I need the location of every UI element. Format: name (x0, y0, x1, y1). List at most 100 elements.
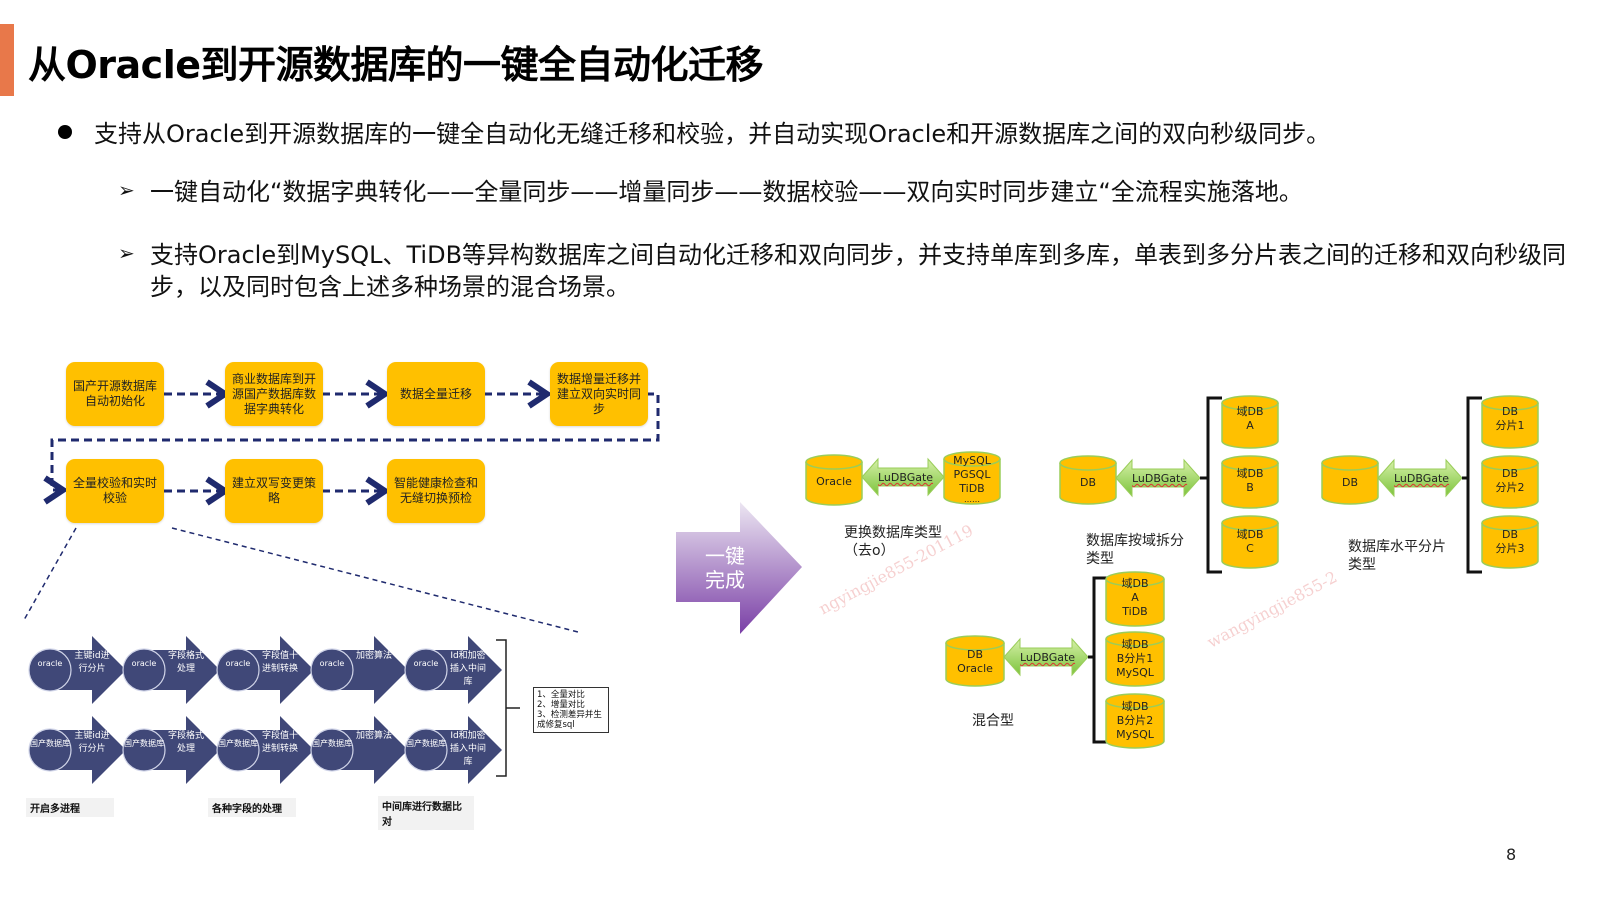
db-label-line: C (1246, 542, 1254, 555)
gateway-label: LuDBGate (1394, 472, 1450, 485)
database-cylinder (1105, 631, 1165, 687)
scenario-label: 混合型 (972, 713, 1014, 729)
process-chevrons (28, 636, 502, 784)
db-label-line: 分片2 (1495, 481, 1525, 494)
one-click-label: 一键 完成 (700, 544, 750, 592)
process-source-circle (310, 648, 354, 692)
process-chevron (330, 636, 408, 704)
database-cylinder (1481, 455, 1539, 509)
db-label-line: …… (964, 495, 980, 504)
title-accent-bar (0, 24, 14, 96)
process-chevron (424, 716, 502, 784)
target-bracket (1200, 396, 1222, 574)
db-label-line: 域DB (1121, 577, 1149, 590)
gateway-label: LuDBGate (878, 471, 934, 484)
process-chevron (236, 636, 314, 704)
scenario-label: 数据库按域拆分类型 (1086, 533, 1184, 567)
compare-note-line: 3、检测差异并生成修复sql (537, 710, 602, 730)
database-cylinder (1105, 571, 1165, 627)
arrow-bullet-icon: ➢ (118, 241, 135, 265)
db-label-line: DB (1501, 405, 1519, 418)
process-source-circle (216, 648, 260, 692)
process-source: 国产数据库 (218, 739, 258, 748)
db-label-line: 域DB (1121, 700, 1149, 713)
process-source-circle (216, 728, 260, 772)
db-label-line: PGSQL (953, 468, 991, 481)
target-bracket (1088, 576, 1108, 744)
db-label-line: DB (1501, 528, 1519, 541)
database-cylinder (1221, 515, 1279, 569)
process-source: oracle (319, 659, 345, 668)
database-cylinders (805, 395, 1539, 749)
flow-step: 智能健康检查和无缝切换预检 (387, 459, 485, 523)
process-caption: 开启多进程 (26, 798, 114, 817)
one-click-arrow (676, 502, 802, 634)
process-action: 字段格式处理 (167, 651, 204, 674)
process-action: 字段格式处理 (167, 731, 204, 754)
flow-step: 全量校验和实时校验 (66, 459, 164, 523)
db-label-line: TiDB (1122, 605, 1148, 618)
process-bracket (496, 639, 520, 777)
db-label-line: TiDB (959, 482, 985, 495)
process-caption: 中间库进行数据比对 (378, 796, 474, 830)
db-label-line: B (1246, 481, 1254, 494)
process-source: 国产数据库 (124, 739, 164, 748)
bullet-dot-icon (58, 124, 72, 139)
process-chevron (142, 716, 220, 784)
db-label: Oracle (816, 475, 852, 488)
flow-step: 建立双写变更策略 (225, 459, 323, 523)
process-chevron (424, 636, 502, 704)
database-cylinder (945, 635, 1005, 687)
process-source-circle (28, 648, 72, 692)
db-label-line: A (1131, 591, 1139, 604)
process-action: 字段值十进制转换 (261, 651, 298, 674)
db-label: DB Oracle (946, 648, 1004, 676)
db-label-line: 域DB (1236, 528, 1264, 541)
sub-bullet: ➢ 一键自动化“数据字典转化——全量同步——增量同步——数据校验——双向实时同步… (118, 176, 1570, 208)
process-action: 主键id进行分片 (74, 731, 110, 754)
db-label-line: 分片1 (1495, 419, 1525, 432)
scenario-label-line: （去o） (844, 543, 895, 559)
process-action: 加密算法 (355, 651, 392, 661)
database-cylinder (1321, 455, 1379, 505)
process-chevron (48, 636, 126, 704)
compare-note-line: 2、增量对比 (537, 700, 585, 710)
slide-title: 从Oracle到开源数据库的一键全自动化迁移 (28, 43, 764, 87)
process-chevron (236, 716, 314, 784)
one-click-line: 完成 (705, 568, 745, 592)
database-cylinder (1059, 455, 1117, 505)
db-label-line: DB (966, 648, 984, 661)
process-source: 国产数据库 (406, 739, 446, 748)
process-action: 主键id进行分片 (74, 651, 110, 674)
main-bullet-text: 支持从Oracle到开源数据库的一键全自动化无缝迁移和校验，并自动实现Oracl… (94, 120, 1331, 148)
database-cylinder (1105, 693, 1165, 749)
database-cylinder (1481, 395, 1539, 449)
flow-step: 数据全量迁移 (387, 362, 485, 426)
db-label-line: 分片3 (1495, 542, 1525, 555)
db-label-line: B分片1 (1116, 652, 1154, 665)
gateway-label: LuDBGate (1020, 651, 1076, 664)
database-cylinder (1221, 395, 1279, 449)
database-cylinder (943, 451, 1001, 505)
process-source: oracle (225, 659, 251, 668)
db-label: DB (1341, 476, 1359, 489)
db-label-line: DB (1501, 467, 1519, 480)
main-bullet: 支持从Oracle到开源数据库的一键全自动化无缝迁移和校验，并自动实现Oracl… (58, 114, 1330, 149)
db-label-line: 域DB (1236, 467, 1264, 480)
database-cylinder (1481, 515, 1539, 569)
db-label-line: B分片2 (1116, 714, 1154, 727)
process-source-circle (404, 728, 448, 772)
process-action: 加密算法 (355, 731, 392, 741)
flow-step: 商业数据库到开源国产数据库数据字典转化 (225, 362, 323, 426)
scenario-label: 数据库水平分片类型 (1348, 539, 1446, 573)
db-label-line: Oracle (957, 662, 993, 675)
process-source-circle (122, 728, 166, 772)
